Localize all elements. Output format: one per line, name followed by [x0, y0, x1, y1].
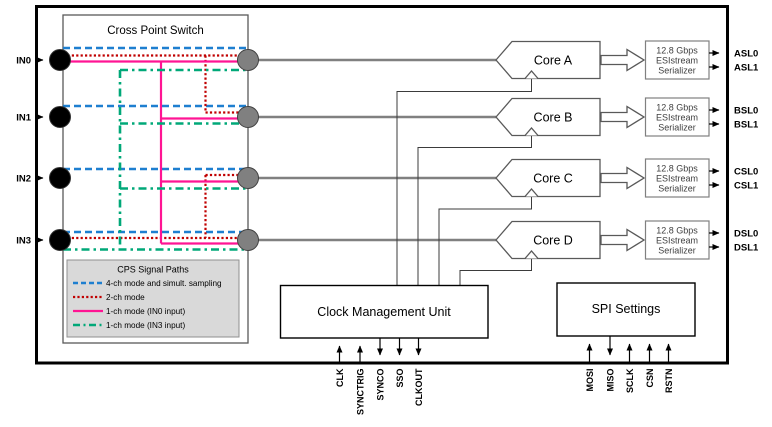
spi-settings: SPI Settings MOSI MISO SCLK CSN RSTN	[556, 282, 696, 394]
switch-to-core-lines	[248, 58, 496, 242]
synco-pin-label: SYNCO	[376, 369, 386, 401]
core-c-bus-arrow	[600, 166, 646, 190]
sclk-pin-label: SCLK	[625, 368, 635, 393]
serializer-c: 12.8 Gbps ESIstream Serializer CSL0 CSL1	[644, 158, 759, 198]
serializer-b-line1: 12.8 Gbps	[656, 103, 698, 113]
miso-pin-label: MISO	[606, 369, 616, 392]
csl0-label: CSL0	[734, 167, 758, 178]
in3-label: IN3	[16, 236, 31, 247]
cmu-to-core-clock-lines	[396, 78, 532, 285]
legend-label-4ch: 4-ch mode and simult. sampling	[106, 279, 222, 288]
core-b: Core B	[495, 97, 646, 137]
serializer-d-line1: 12.8 Gbps	[656, 226, 698, 236]
serializer-d: 12.8 Gbps ESIstream Serializer DSL0 DSL1	[644, 220, 759, 260]
serializer-d-line2: ESIstream	[656, 236, 698, 246]
in1-label: IN1	[16, 113, 32, 124]
serializer-a: 12.8 Gbps ESIstream Serializer ASL0 ASL1	[644, 40, 759, 80]
bsl0-label: BSL0	[734, 106, 758, 117]
dsl1-label: DSL1	[734, 243, 759, 254]
csn-pin-label: CSN	[645, 369, 655, 388]
core-a: Core A	[495, 40, 646, 80]
legend-label-1ch-in3: 1-ch mode (IN3 input)	[106, 321, 185, 330]
in2-label: IN2	[16, 174, 31, 185]
mosi-pin-label: MOSI	[585, 369, 595, 392]
core-b-label: Core B	[534, 111, 573, 125]
serializer-b-line2: ESIstream	[656, 113, 698, 123]
serializer-d-line3: Serializer	[658, 246, 696, 256]
rstn-pin-label: RSTN	[664, 369, 674, 394]
cps-title: Cross Point Switch	[107, 25, 204, 37]
core-b-clock-notch	[524, 127, 539, 136]
core-b-bus-arrow	[600, 105, 646, 129]
core-c-label: Core C	[533, 172, 573, 186]
clock-management-unit: Clock Management Unit CLK SYNCTRIG SYNCO…	[279, 284, 489, 416]
bsl1-label: BSL1	[734, 120, 759, 131]
serializer-b-line3: Serializer	[658, 123, 696, 133]
cmu-title: Clock Management Unit	[317, 305, 451, 319]
dsl0-label: DSL0	[734, 229, 758, 240]
chip-outline	[35, 5, 729, 365]
core-d: Core D	[495, 220, 646, 260]
in0-label: IN0	[16, 56, 31, 67]
serializer-b: 12.8 Gbps ESIstream Serializer BSL0 BSL1	[644, 97, 759, 137]
legend-label-2ch: 2-ch mode	[106, 293, 145, 302]
synctrig-pin-label: SYNCTRIG	[356, 369, 366, 416]
serializer-a-line3: Serializer	[658, 66, 696, 76]
core-d-bus-arrow	[600, 228, 646, 252]
cps-path-4ch-mode	[63, 46, 248, 234]
asl0-label: ASL0	[734, 49, 758, 60]
core-a-clock-notch	[524, 70, 539, 79]
serializer-c-line3: Serializer	[658, 184, 696, 194]
legend-title: CPS Signal Paths	[117, 265, 189, 275]
core-d-label: Core D	[533, 234, 573, 248]
chip-inputs: IN0 IN1 IN2 IN3	[16, 56, 44, 247]
core-c: Core C	[495, 158, 646, 198]
serializer-c-line2: ESIstream	[656, 174, 698, 184]
cps-input-nodes	[49, 49, 71, 251]
cps-output-nodes	[237, 49, 259, 251]
core-a-bus-arrow	[600, 48, 646, 72]
spi-title: SPI Settings	[592, 302, 661, 316]
cps-path-1ch-in0	[63, 60, 248, 245]
serializer-c-line1: 12.8 Gbps	[656, 164, 698, 174]
sso-pin-label: SSO	[395, 369, 405, 388]
core-d-clock-notch	[524, 250, 539, 259]
cps-legend: CPS Signal Paths 4-ch mode and simult. s…	[66, 259, 240, 338]
core-c-clock-notch	[524, 188, 539, 197]
clkout-pin-label: CLKOUT	[414, 368, 424, 406]
clk-pin-label: CLK	[335, 368, 345, 387]
serializer-a-line1: 12.8 Gbps	[656, 46, 698, 56]
serializer-a-line2: ESIstream	[656, 56, 698, 66]
cps-path-1ch-in3	[63, 68, 248, 251]
csl1-label: CSL1	[734, 181, 759, 192]
core-a-label: Core A	[534, 54, 573, 68]
asl1-label: ASL1	[734, 63, 759, 74]
legend-label-1ch-in0: 1-ch mode (IN0 input)	[106, 307, 185, 316]
